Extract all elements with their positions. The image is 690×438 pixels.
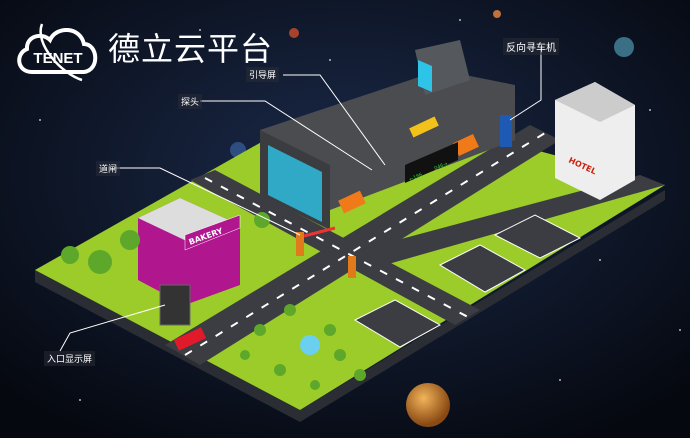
- parking-lot: [438, 244, 527, 293]
- platform-side: [35, 190, 665, 422]
- label-probe: 探头: [178, 94, 203, 109]
- planet-icon: [614, 37, 634, 57]
- label-barrier-gate: 道闸: [96, 161, 121, 176]
- svg-text:TENET: TENET: [33, 50, 82, 67]
- label-entrance-display: 入口显示屏: [44, 351, 96, 366]
- car-orange: [453, 134, 479, 156]
- garage-windows: [268, 145, 322, 222]
- car-yellow: [409, 116, 439, 138]
- svg-text:←186: ←186: [409, 172, 424, 183]
- car-red: [173, 327, 207, 351]
- barrier-gate-post: [296, 232, 304, 256]
- planet-icon: [406, 383, 450, 427]
- label-reverse-car-finder: 反向寻车机: [503, 38, 559, 55]
- guide-sign: ←186 046→: [405, 142, 458, 183]
- planet-icon: [289, 28, 299, 38]
- label-guide-screen: 引导屏: [246, 67, 280, 82]
- parking-lot: [493, 214, 582, 259]
- svg-text:046→: 046→: [434, 161, 449, 172]
- parking-lot: [353, 299, 442, 348]
- fountain: [300, 335, 320, 355]
- planet-icon: [493, 10, 501, 18]
- reverse-car-finder-kiosk: [500, 115, 512, 147]
- page-title: 德立云平台: [108, 30, 274, 68]
- barrier-arm: [303, 226, 336, 238]
- car-orange: [338, 190, 366, 214]
- road-right: [360, 175, 665, 265]
- tenet-cloud-logo: TENET: [17, 23, 98, 82]
